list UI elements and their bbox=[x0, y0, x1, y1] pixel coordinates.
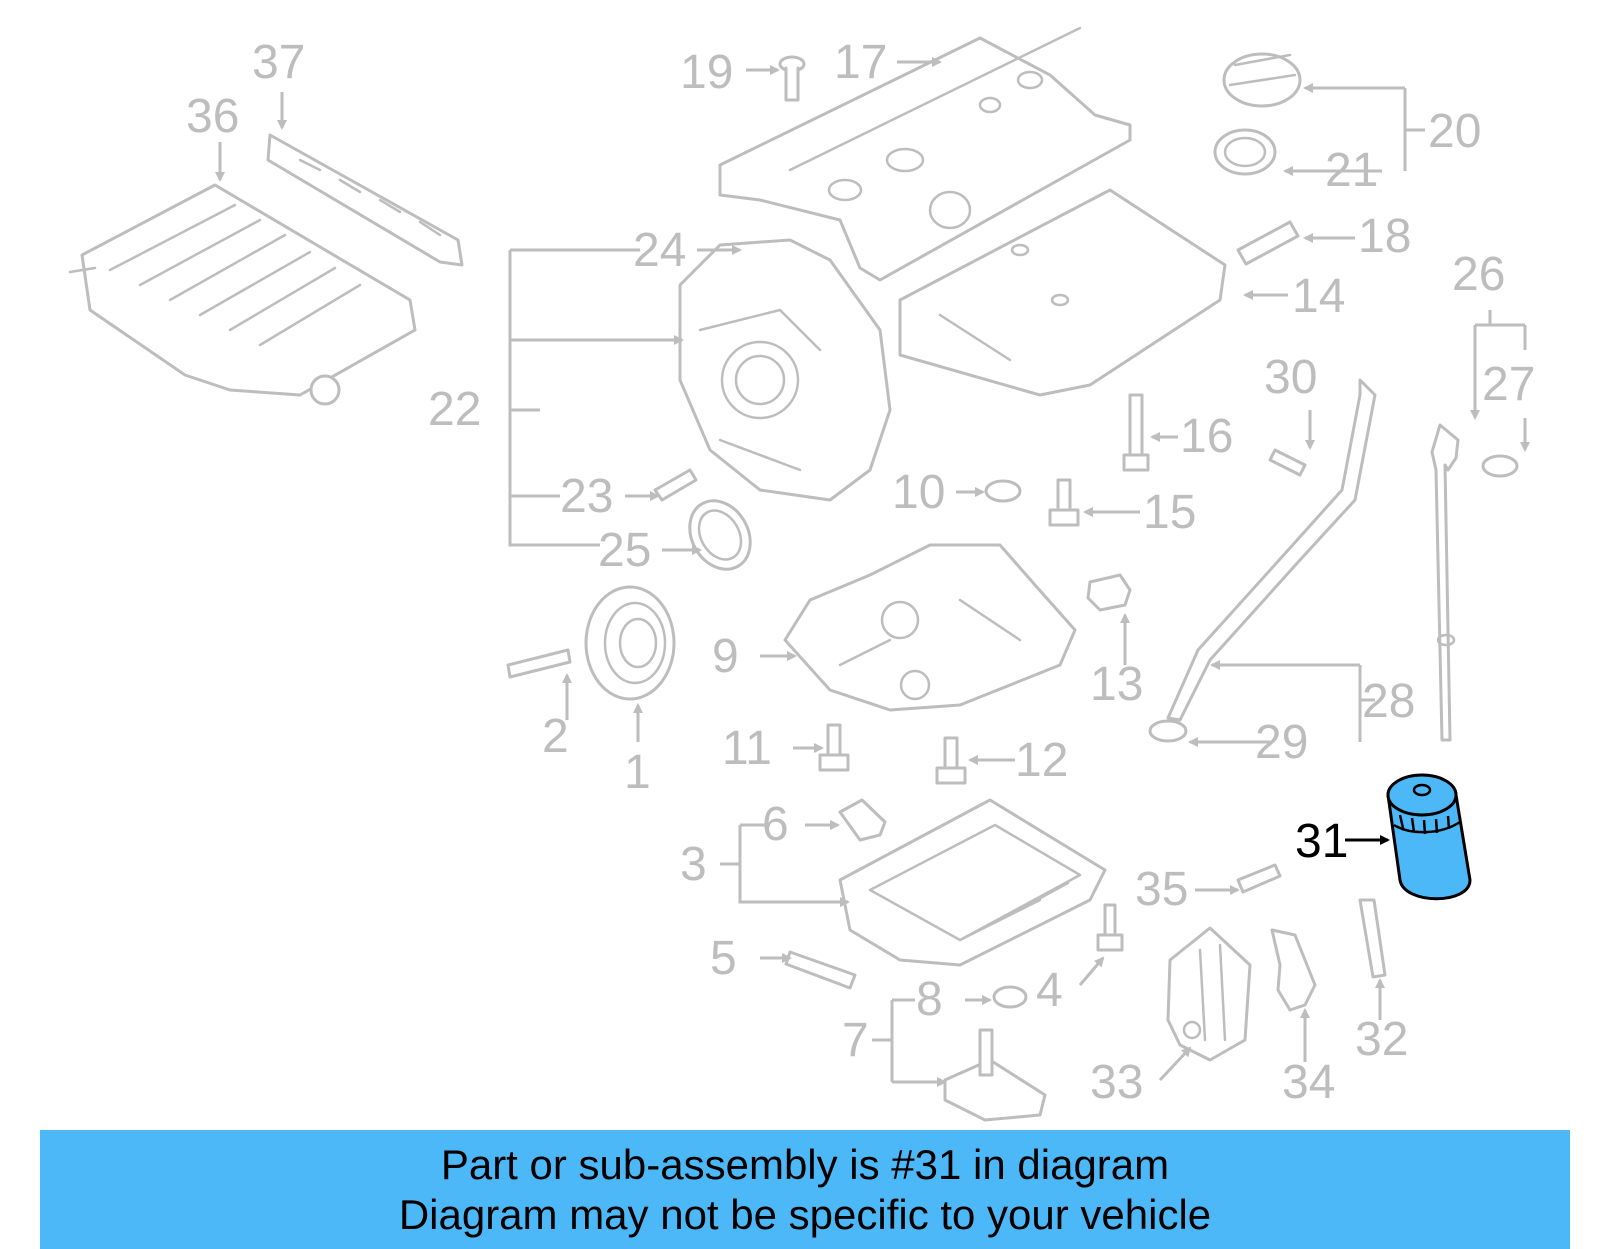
callout-22: 22 bbox=[428, 383, 481, 436]
intake-gasket-part bbox=[266, 133, 464, 267]
callout-labels: 1 2 3 4 5 6 7 8 9 10 11 12 13 14 15 16 1… bbox=[186, 36, 1535, 1109]
washer-part-10 bbox=[984, 479, 1022, 503]
callout-19: 19 bbox=[680, 46, 733, 99]
oil-filler-cap-part bbox=[1222, 52, 1302, 108]
callout-6: 6 bbox=[762, 798, 789, 851]
bolt-part-2 bbox=[506, 648, 572, 679]
callout-27: 27 bbox=[1482, 358, 1535, 411]
callout-23: 23 bbox=[560, 470, 613, 523]
upper-oil-pan-part bbox=[783, 543, 1077, 712]
sensor-part-18 bbox=[1236, 220, 1300, 266]
callout-31: 31 bbox=[1295, 815, 1348, 868]
callout-10: 10 bbox=[892, 466, 945, 519]
banner-line-disclaimer: Diagram may not be specific to your vehi… bbox=[398, 1191, 1212, 1238]
bolt-part-15 bbox=[1048, 478, 1080, 527]
sensor-part-5 bbox=[784, 950, 857, 990]
filler-cap-seal-part bbox=[1213, 128, 1277, 176]
o-ring-part-29 bbox=[1148, 719, 1188, 743]
info-banner: Part or sub-assembly is #31 in diagram D… bbox=[40, 1130, 1570, 1249]
callout-5: 5 bbox=[710, 932, 737, 985]
callout-17: 17 bbox=[834, 36, 887, 89]
callout-37: 37 bbox=[252, 36, 305, 89]
callout-26: 26 bbox=[1452, 248, 1505, 301]
callout-13: 13 bbox=[1090, 658, 1143, 711]
callout-29: 29 bbox=[1255, 716, 1308, 769]
callout-15: 15 bbox=[1143, 486, 1196, 539]
callout-2: 2 bbox=[542, 710, 569, 763]
callout-1: 1 bbox=[624, 746, 651, 799]
crank-seal-part-25 bbox=[688, 499, 752, 571]
callout-18: 18 bbox=[1358, 210, 1411, 263]
drain-plug-part-4 bbox=[1096, 903, 1124, 952]
callout-24: 24 bbox=[633, 224, 686, 277]
callout-35: 35 bbox=[1135, 863, 1188, 916]
timing-cover-part bbox=[678, 238, 892, 502]
dipstick-tube-part bbox=[1166, 378, 1377, 722]
oil-cooler-part bbox=[1166, 926, 1252, 1062]
bolt-part-30 bbox=[1268, 448, 1307, 477]
callout-11: 11 bbox=[722, 722, 772, 775]
bolt-part-12 bbox=[935, 736, 967, 785]
pulley-part-1 bbox=[584, 585, 676, 701]
bracket-part-34 bbox=[1270, 928, 1317, 1012]
bolt-part-35 bbox=[1236, 863, 1282, 894]
intake-manifold-part bbox=[68, 183, 417, 406]
callout-14: 14 bbox=[1292, 270, 1345, 323]
callout-30: 30 bbox=[1264, 351, 1317, 404]
leader-lines bbox=[215, 57, 1530, 1087]
bolt-part-19 bbox=[778, 55, 806, 102]
callout-9: 9 bbox=[712, 630, 739, 683]
callout-25: 25 bbox=[598, 524, 651, 577]
callout-16: 16 bbox=[1180, 410, 1233, 463]
o-ring-part-27 bbox=[1481, 454, 1519, 478]
callout-7: 7 bbox=[842, 1014, 869, 1067]
callout-12: 12 bbox=[1015, 734, 1068, 787]
oil-filter-part-31[interactable] bbox=[1386, 773, 1472, 901]
callout-3: 3 bbox=[680, 838, 707, 891]
dipstick-part bbox=[1430, 423, 1460, 742]
clip-part-13 bbox=[1086, 573, 1132, 612]
bolt-part-11 bbox=[818, 723, 850, 772]
oil-level-sensor-part bbox=[943, 1028, 1047, 1122]
callout-28: 28 bbox=[1362, 675, 1415, 728]
callout-36: 36 bbox=[186, 90, 239, 143]
callout-4: 4 bbox=[1036, 964, 1063, 1017]
bolt-part-16 bbox=[1122, 393, 1150, 472]
callout-33: 33 bbox=[1090, 1056, 1143, 1109]
callout-8: 8 bbox=[916, 973, 943, 1026]
callout-21: 21 bbox=[1325, 144, 1378, 197]
head-cover-plate-part bbox=[898, 188, 1227, 397]
callout-34: 34 bbox=[1282, 1056, 1335, 1109]
lower-oil-pan-part bbox=[838, 798, 1107, 967]
valve-part-32 bbox=[1358, 898, 1387, 979]
seal-part-8 bbox=[992, 985, 1028, 1009]
banner-line-part-number: Part or sub-assembly is #31 in diagram bbox=[440, 1141, 1170, 1188]
callout-32: 32 bbox=[1355, 1013, 1408, 1066]
sensor-part-6 bbox=[838, 798, 887, 842]
callout-20: 20 bbox=[1428, 105, 1481, 158]
valve-cover-part bbox=[718, 26, 1132, 282]
bolt-part-23 bbox=[653, 468, 698, 502]
